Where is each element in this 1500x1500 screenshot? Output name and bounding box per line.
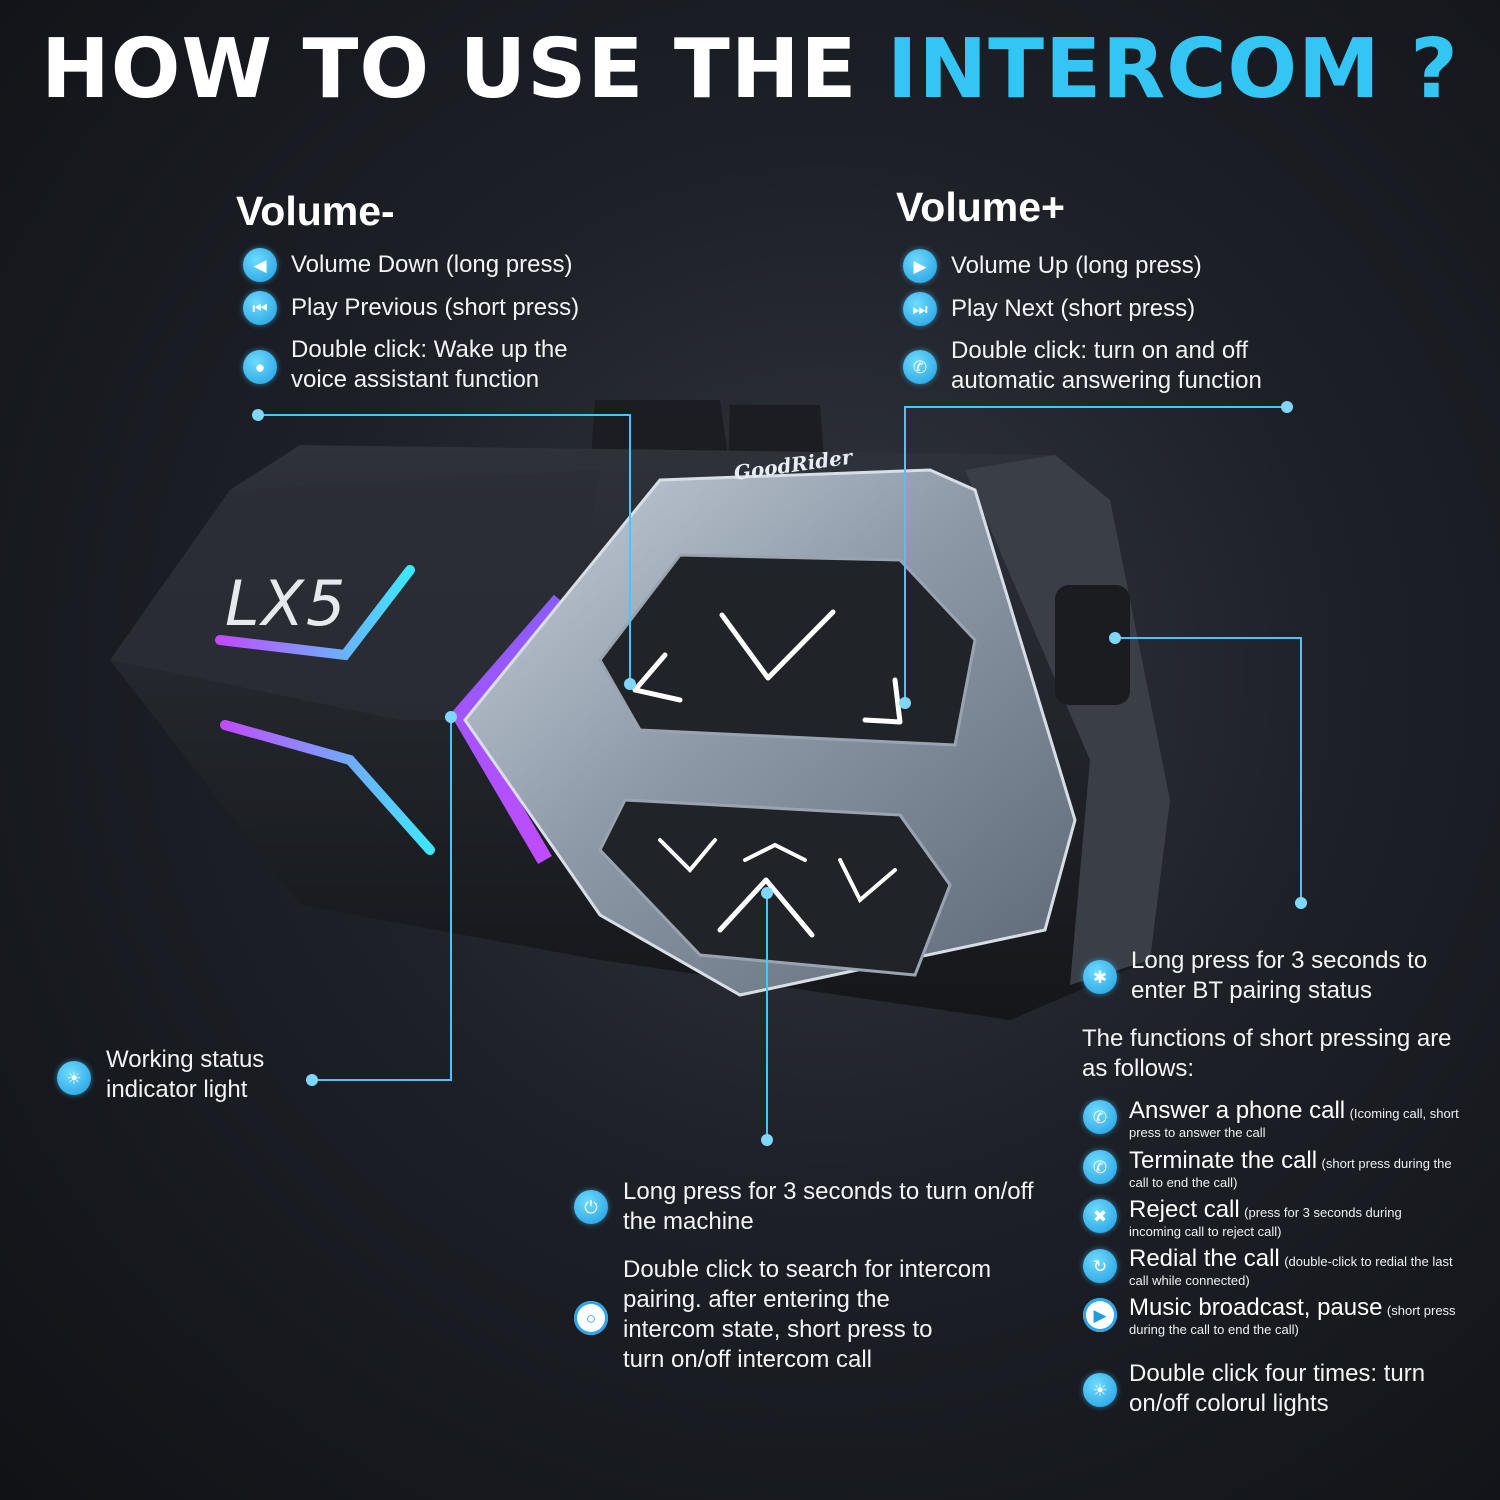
volume-down-label: Volume Down (long press): [291, 251, 573, 278]
colorful-lights-label: Double click four times: turn on/off col…: [1129, 1360, 1426, 1417]
led-strip-upper: [215, 565, 415, 661]
auto-answer-label: Double click: turn on and off automatic …: [951, 337, 1262, 394]
play-next-label: Play Next (short press): [951, 295, 1196, 322]
led-strip-lower: [220, 720, 435, 855]
volume-plus-heading: Volume+: [896, 184, 1065, 230]
title-accent: INTERCOM ?: [887, 22, 1459, 117]
callout-lines: [258, 406, 1302, 1140]
lights-icon: ☀: [1083, 1373, 1117, 1407]
bt-pairing-label: Long press for 3 seconds to enter BT pai…: [1131, 947, 1428, 1004]
volume-up-label: Volume Up (long press): [951, 252, 1202, 279]
indicator-label: Working status indicator light: [106, 1046, 265, 1103]
music-play-icon: ▶: [1083, 1298, 1117, 1332]
redial-icon: ↻: [1083, 1249, 1117, 1283]
reject-call-item: Reject call (press for 3 seconds during …: [1129, 1196, 1402, 1239]
short-press-intro: The functions of short pressing are as f…: [1082, 1025, 1452, 1082]
intercom-label: Double click to search for intercom pair…: [623, 1256, 992, 1373]
phone-auto-answer-icon: ✆: [903, 350, 937, 384]
play-previous-label: Play Previous (short press): [291, 294, 580, 321]
end-call-icon: ✆: [1083, 1150, 1117, 1184]
voice-assistant-label: Double click: Wake up the voice assistan…: [291, 336, 568, 393]
callout-dots: [252, 401, 1307, 1146]
upper-button: [598, 553, 977, 747]
light-icon: ☀: [57, 1061, 91, 1095]
volume-minus-heading: Volume-: [236, 188, 395, 234]
title-main: HOW TO USE THE: [41, 22, 888, 117]
end-call-item: Terminate the call (short press during t…: [1129, 1147, 1452, 1190]
volume-up-icon: ▶: [903, 249, 937, 283]
play-previous-icon: ⏮: [243, 291, 277, 325]
led-strip-front: [452, 594, 567, 865]
bluetooth-icon: ✱: [1083, 960, 1117, 994]
microphone-icon: ●: [243, 350, 277, 384]
page-title: HOW TO USE THE INTERCOM ?: [0, 22, 1500, 117]
volume-down-icon: ◀: [243, 248, 277, 282]
power-label: Long press for 3 seconds to turn on/off …: [623, 1178, 1034, 1235]
redial-item: Redial the call (double-click to redial …: [1129, 1245, 1453, 1288]
reject-call-icon: ✖: [1083, 1199, 1117, 1233]
side-button: [1055, 585, 1130, 705]
power-icon: ⏻: [574, 1190, 608, 1224]
model-logo: LX5: [225, 567, 347, 640]
answer-call-item: Answer a phone call (Icoming call, short…: [1129, 1097, 1459, 1140]
play-next-icon: ⏭: [903, 292, 937, 326]
answer-call-icon: ✆: [1083, 1100, 1117, 1134]
music-item: Music broadcast, pause (short press duri…: [1129, 1294, 1456, 1337]
intercom-icon: ○: [574, 1301, 608, 1335]
